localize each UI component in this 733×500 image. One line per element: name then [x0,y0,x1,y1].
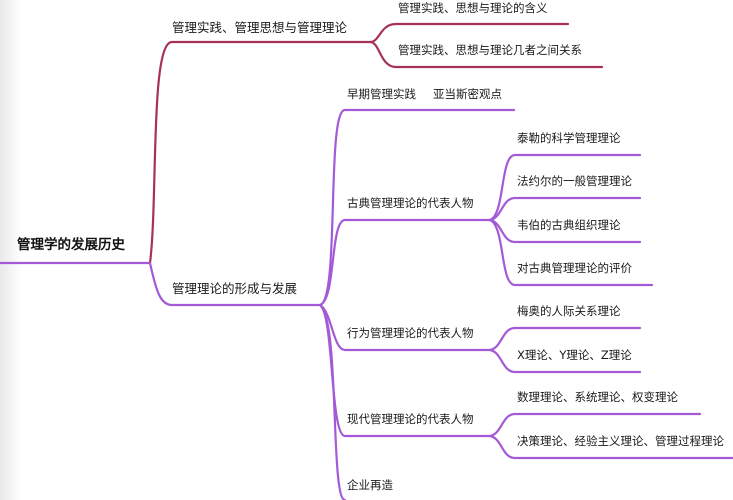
evaluation-connector [488,218,517,287]
xyz-theory-node[interactable]: X理论、Y理论、Z理论 [517,348,632,362]
mayo-node[interactable]: 梅奥的人际关系理论 [517,304,621,318]
taylor-node[interactable]: 泰勒的科学管理理论 [517,131,621,145]
evaluation-node[interactable]: 对古典管理理论的评价 [517,261,632,275]
math-system-connector [488,412,517,438]
reengineering-connector [318,303,347,500]
root-node[interactable]: 管理学的发展历史 [17,237,125,253]
mayo-connector [488,326,517,352]
fayol-connector [488,196,517,222]
left-edge-shadow [0,0,22,500]
reengineering-node[interactable]: 企业再造 [347,478,393,492]
behavioral-node[interactable]: 行为管理理论的代表人物 [347,326,474,340]
taylor-connector [488,153,517,222]
adam-smith-node[interactable]: 亚当斯密观点 [433,87,502,101]
xyz-connector [488,348,517,374]
decision-connector [488,434,517,460]
weber-node[interactable]: 韦伯的古典组织理论 [517,218,621,232]
math-system-node[interactable]: 数理理论、系统理论、权变理论 [517,390,678,404]
classical-node[interactable]: 古典管理理论的代表人物 [347,196,474,210]
branch1-child1-connector [368,22,398,44]
decision-node[interactable]: 决策理论、经验主义理论、管理过程理论 [517,434,724,448]
modern-node[interactable]: 现代管理理论的代表人物 [347,412,474,426]
branch1-child2-node[interactable]: 管理实践、思想与理论几者之间关系 [398,43,582,57]
classical-connector [318,218,347,307]
branch1-child1-node[interactable]: 管理实践、思想与理论的含义 [398,1,548,15]
fayol-node[interactable]: 法约尔的一般管理理论 [517,174,632,188]
branch1-connector [148,40,174,265]
branch1-node[interactable]: 管理实践、管理思想与管理理论 [172,20,348,35]
early-practice-node[interactable]: 早期管理实践 [347,87,416,101]
early-practice-connector [318,108,347,307]
branch2-connector [148,261,174,307]
branch1-child2-connector [368,40,398,69]
branch2-node[interactable]: 管理理论的形成与发展 [172,281,298,296]
